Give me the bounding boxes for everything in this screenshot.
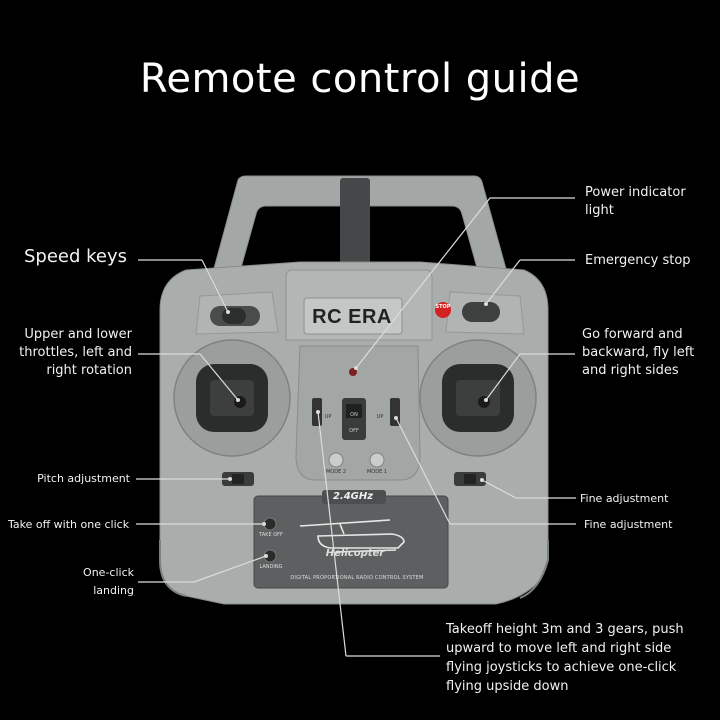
callout-landing: One-click landing: [83, 566, 134, 597]
system-label: DIGITAL PROPORTIONAL RADIO CONTROL SYSTE…: [290, 575, 424, 581]
stop-icon: [435, 302, 451, 318]
mode1-label: MODE 1: [366, 469, 388, 475]
emergency-stop-button: [462, 302, 500, 322]
brand-logo: RC ERA: [312, 305, 392, 328]
callout-left-stick: Upper and lower throttles, left and righ…: [19, 327, 132, 378]
callout-take-off: Take off with one click: [8, 518, 130, 531]
callout-emergency-stop: Emergency stop: [585, 253, 691, 268]
page-title: Remote control guide: [139, 56, 581, 102]
callout-power-indicator: Power indicator light: [585, 185, 686, 218]
callout-pitch-adjustment: Pitch adjustment: [37, 472, 130, 485]
up-label-right: UP: [376, 414, 384, 420]
helicopter-label: Helicopter: [325, 548, 385, 559]
power-indicator-light: [349, 368, 357, 376]
power-off-label: OFF: [349, 428, 359, 434]
callout-speed-keys: Speed keys: [24, 246, 128, 267]
up-label-left: UP: [324, 414, 332, 420]
power-on-label: ON: [350, 412, 358, 418]
callout-fine-adjustment-2: Fine adjustment: [584, 518, 673, 531]
take-off-label: TAKE OFF: [259, 532, 283, 538]
callout-fine-adjustment-1: Fine adjustment: [580, 492, 669, 505]
logo-plate: [303, 297, 403, 335]
callout-takeoff-height: Takeoff height 3m and 3 gears, push upwa…: [446, 622, 684, 694]
landing-label: LANDING: [259, 564, 283, 570]
helicopter-icon: [299, 519, 405, 553]
stop-label: STOP: [435, 304, 451, 310]
antenna: [340, 178, 370, 266]
callout-right-stick: Go forward and backward, fly left and ri…: [582, 327, 695, 378]
mode2-3d-button: [328, 452, 344, 468]
mode1-3d-button: [369, 452, 385, 468]
mode2-label: MODE 2: [325, 469, 347, 475]
frequency-label: 2.4GHz: [332, 491, 374, 502]
